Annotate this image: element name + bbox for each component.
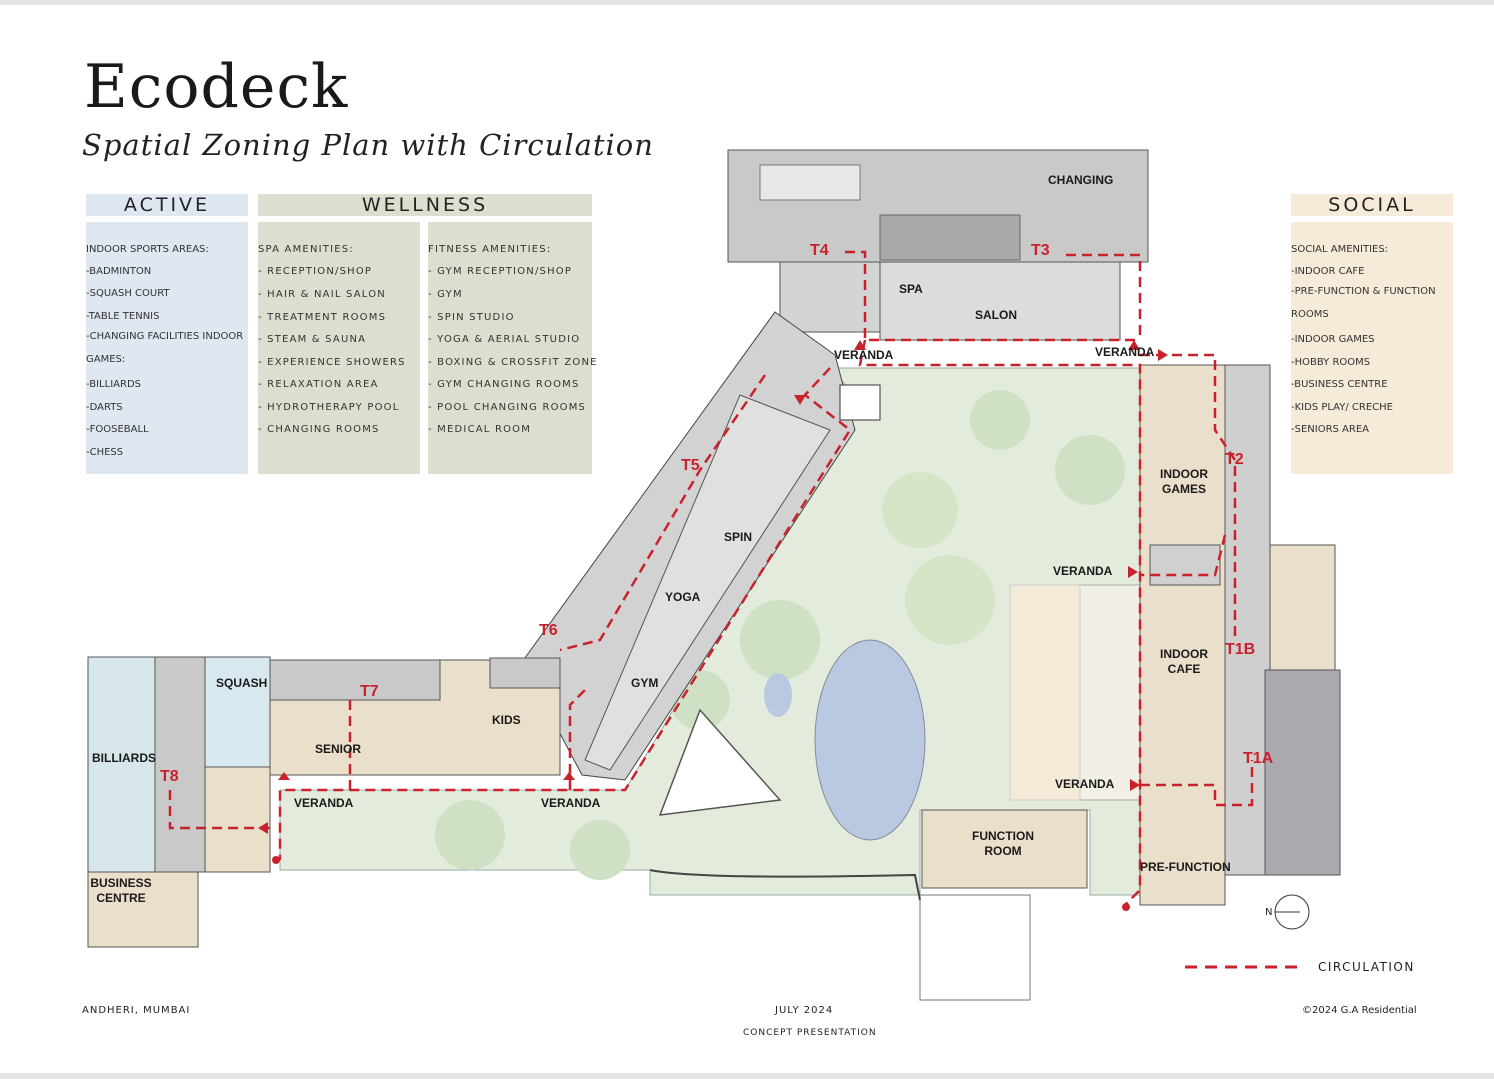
room-label-billiards: BILLIARDS bbox=[92, 751, 156, 765]
active-item: -DARTS bbox=[86, 402, 123, 413]
active-header: ACTIVE bbox=[86, 194, 248, 216]
active-item: -BILLIARDS bbox=[86, 379, 141, 390]
active-item: -FOOSEBALL bbox=[86, 424, 149, 435]
spa-item: - CHANGING ROOMS bbox=[258, 424, 380, 435]
tower-label-t1a: T1A bbox=[1243, 750, 1274, 767]
spa-item: - TREATMENT ROOMS bbox=[258, 312, 387, 323]
building-wellness-wing bbox=[521, 311, 881, 781]
room-label-veranda: VERANDA bbox=[1053, 564, 1113, 578]
room-label-pre-function: PRE-FUNCTION bbox=[1140, 860, 1231, 874]
footer-copyright: ©2024 G.A Residential bbox=[1302, 1005, 1417, 1016]
room-label-veranda: VERANDA bbox=[1055, 777, 1115, 791]
room-label-veranda: VERANDA bbox=[834, 348, 894, 362]
spa-item: - STEAM & SAUNA bbox=[258, 334, 367, 345]
fitness-item: - GYM CHANGING ROOMS bbox=[428, 379, 580, 390]
circulation-legend-label: CIRCULATION bbox=[1318, 960, 1415, 974]
building-west-wing bbox=[87, 656, 271, 948]
footer-stage: CONCEPT PRESENTATION bbox=[743, 1028, 877, 1038]
fitness-item: - SPIN STUDIO bbox=[428, 312, 515, 323]
active-item: -CHESS bbox=[86, 447, 124, 458]
page-subtitle: Spatial Zoning Plan with Circulation bbox=[82, 128, 654, 162]
fitness-item: - YOGA & AERIAL STUDIO bbox=[428, 334, 581, 345]
fitness-item: - BOXING & CROSSFIT ZONE bbox=[428, 357, 598, 368]
room-label-spin: SPIN bbox=[724, 530, 753, 544]
room-label-veranda: VERANDA bbox=[294, 796, 354, 810]
building-east-wing bbox=[1139, 364, 1341, 906]
active-item: GAMES: bbox=[86, 354, 126, 365]
room-label-senior: SENIOR bbox=[315, 742, 362, 756]
active-item: INDOOR SPORTS AREAS: bbox=[86, 244, 209, 255]
room-label-yoga: YOGA bbox=[665, 590, 701, 604]
room-label-function-room: FUNCTION ROOM bbox=[972, 829, 1034, 858]
spa-item: - HYDROTHERAPY POOL bbox=[258, 402, 400, 413]
active-item: -CHANGING FACILITIES INDOOR bbox=[86, 331, 244, 342]
triangle-pavilion bbox=[658, 708, 782, 816]
footer-location: ANDHERI, MUMBAI bbox=[82, 1005, 191, 1016]
room-label-veranda: VERANDA bbox=[541, 796, 601, 810]
room-label-salon: SALON bbox=[975, 308, 1017, 322]
social-item: -INDOOR GAMES bbox=[1291, 334, 1375, 345]
wellness-header: WELLNESS bbox=[258, 194, 592, 216]
social-item: SOCIAL AMENITIES: bbox=[1291, 244, 1389, 255]
room-label-changing: CHANGING bbox=[1048, 173, 1114, 187]
tower-label-t2: T2 bbox=[1225, 451, 1244, 468]
tower-label-t3: T3 bbox=[1031, 242, 1050, 259]
fitness-item: - MEDICAL ROOM bbox=[428, 424, 532, 435]
active-item: -TABLE TENNIS bbox=[86, 311, 160, 322]
spa-item: - EXPERIENCE SHOWERS bbox=[258, 357, 406, 368]
spa-list: SPA AMENITIES: - RECEPTION/SHOP - HAIR &… bbox=[258, 222, 420, 474]
bottom-border bbox=[0, 1073, 1494, 1079]
tower-label-t7: T7 bbox=[360, 683, 379, 700]
room-label-indoor-games: INDOOR GAMES bbox=[1160, 467, 1208, 496]
social-item: ROOMS bbox=[1291, 309, 1329, 320]
social-item: -INDOOR CAFE bbox=[1291, 266, 1365, 277]
room-label-indoor-cafe: INDOOR CAFE bbox=[1160, 647, 1208, 676]
circulation-path bbox=[168, 250, 1254, 906]
tower-label-t4: T4 bbox=[810, 242, 829, 259]
building-top bbox=[727, 149, 1149, 341]
spa-item: SPA AMENITIES: bbox=[258, 244, 354, 255]
fitness-item: - GYM RECEPTION/SHOP bbox=[428, 266, 573, 277]
spa-item: - RECEPTION/SHOP bbox=[258, 266, 373, 277]
building-south-wing bbox=[269, 657, 561, 776]
social-header: SOCIAL bbox=[1291, 194, 1453, 216]
social-item: -SENIORS AREA bbox=[1291, 424, 1369, 435]
fitness-item: FITNESS AMENITIES: bbox=[428, 244, 552, 255]
room-label-business-centre: BUSINESS CENTRE bbox=[90, 876, 152, 905]
circulation-arrows bbox=[258, 340, 1168, 911]
active-item: -SQUASH COURT bbox=[86, 288, 170, 299]
footer-date: JULY 2024 bbox=[775, 1005, 834, 1016]
tower-label-t1b: T1B bbox=[1225, 641, 1256, 658]
room-label-spa: SPA bbox=[899, 282, 923, 296]
fitness-list: FITNESS AMENITIES: - GYM RECEPTION/SHOP … bbox=[428, 222, 597, 474]
fitness-item: - GYM bbox=[428, 289, 463, 300]
social-item: -HOBBY ROOMS bbox=[1291, 357, 1371, 368]
social-list: SOCIAL AMENITIES: -INDOOR CAFE -PRE-FUNC… bbox=[1291, 222, 1453, 474]
active-item: -BADMINTON bbox=[86, 266, 152, 277]
function-room-block bbox=[921, 809, 1088, 889]
spa-item: - HAIR & NAIL SALON bbox=[258, 289, 386, 300]
social-item: -KIDS PLAY/ CRECHE bbox=[1291, 402, 1393, 413]
social-item: -BUSINESS CENTRE bbox=[1291, 379, 1388, 390]
spa-item: - RELAXATION AREA bbox=[258, 379, 379, 390]
page-title: Ecodeck bbox=[84, 52, 349, 122]
fitness-item: - POOL CHANGING ROOMS bbox=[428, 402, 587, 413]
room-label-kids: KIDS bbox=[492, 713, 521, 727]
tower-label-t6: T6 bbox=[539, 622, 558, 639]
tower-label-t8: T8 bbox=[160, 768, 179, 785]
pond bbox=[814, 639, 926, 841]
active-list: INDOOR SPORTS AREAS: -BADMINTON -SQUASH … bbox=[86, 222, 248, 474]
garden bbox=[279, 367, 1141, 896]
room-label-squash: SQUASH bbox=[216, 676, 268, 690]
tower-label-t5: T5 bbox=[681, 457, 700, 474]
social-item: -PRE-FUNCTION & FUNCTION bbox=[1291, 286, 1436, 297]
top-border bbox=[0, 0, 1494, 5]
north-arrow-icon bbox=[1274, 894, 1310, 930]
room-label-veranda: VERANDA bbox=[1095, 345, 1155, 359]
north-label: N bbox=[1265, 907, 1274, 918]
room-label-gym: GYM bbox=[631, 676, 659, 690]
